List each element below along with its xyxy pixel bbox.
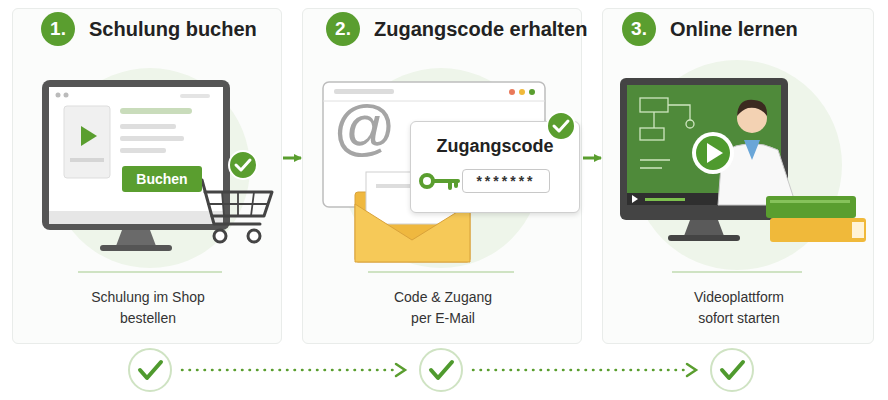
panel-ground bbox=[602, 8, 874, 344]
step-heading: Schulung buchen bbox=[89, 17, 257, 41]
code-field: ******* bbox=[462, 169, 550, 193]
step-number-text: 2. bbox=[326, 12, 360, 46]
step-caption: Videoplattform sofort starten bbox=[683, 287, 795, 329]
step-number: 3.Online lernen bbox=[622, 12, 656, 46]
separator bbox=[78, 271, 222, 273]
panel-ground bbox=[12, 8, 282, 344]
separator bbox=[368, 271, 514, 273]
progress-row bbox=[129, 349, 753, 391]
code-card: Zugangscode bbox=[410, 121, 580, 213]
books bbox=[766, 196, 866, 242]
email-symbol: @ bbox=[333, 96, 396, 158]
check-badge bbox=[547, 112, 575, 140]
play-button bbox=[692, 132, 734, 174]
button-text: Buchen bbox=[122, 166, 202, 192]
key-icon bbox=[421, 175, 458, 188]
step-arrow bbox=[283, 157, 301, 160]
blob bbox=[50, 68, 250, 268]
check-badge bbox=[229, 151, 257, 179]
step-number-text: 1. bbox=[41, 12, 75, 46]
buy-button: Buchen bbox=[122, 166, 202, 192]
step-heading: Online lernen bbox=[670, 17, 798, 41]
separator bbox=[672, 271, 802, 273]
step-caption: Schulung im Shop bestellen bbox=[83, 287, 213, 329]
step-number-text: 3. bbox=[622, 12, 656, 46]
step-caption: Code & Zugang per E-Mail bbox=[387, 287, 499, 329]
teacher-figure bbox=[693, 100, 796, 205]
monitor bbox=[42, 80, 230, 251]
step-arrow bbox=[583, 157, 601, 160]
step-panel: Videoplattform sofort starten3.Online le… bbox=[602, 8, 874, 344]
panel-ground bbox=[302, 8, 582, 344]
step-heading: Zugangscode erhalten bbox=[374, 17, 587, 41]
step-number: 2.Zugangscode erhalten bbox=[326, 12, 360, 46]
card-title: Zugangscode bbox=[411, 122, 579, 157]
step-number: 1.Schulung buchen bbox=[41, 12, 75, 46]
step-panel: Schulung im Shop bestellen1.Schulung buc… bbox=[12, 8, 282, 344]
